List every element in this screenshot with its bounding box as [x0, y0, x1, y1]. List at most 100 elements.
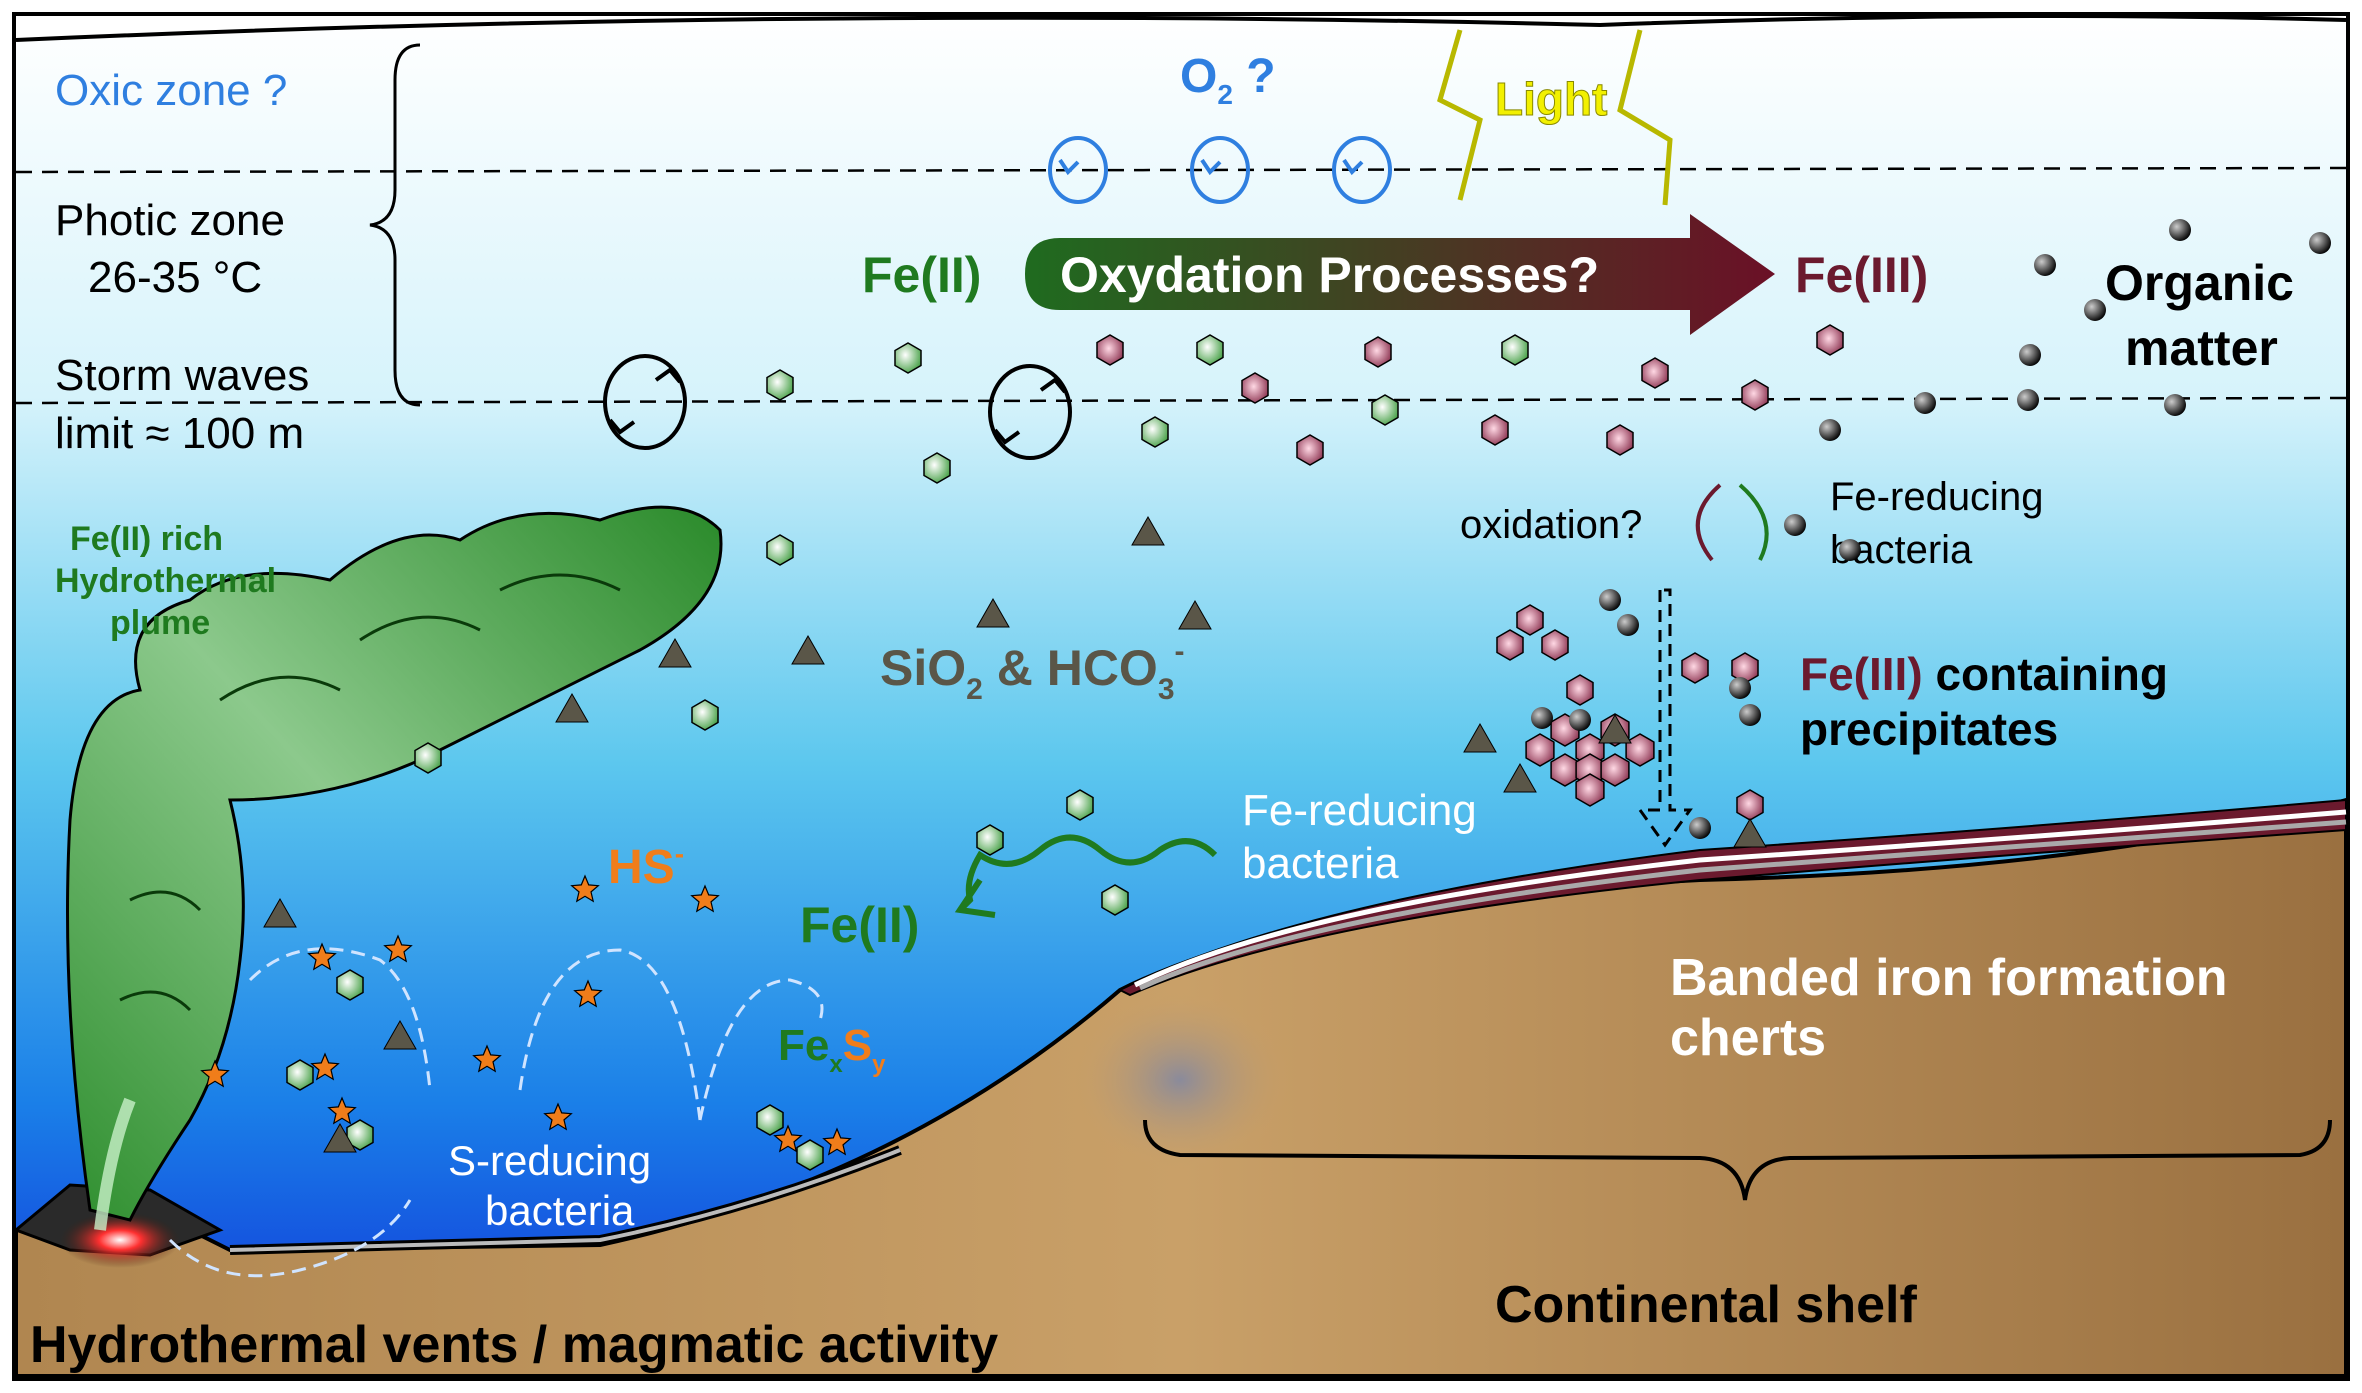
cycle-icon: [1190, 136, 1250, 204]
ferrous-iron-particle: [766, 534, 794, 566]
storm-limit-label: limit ≈ 100 m: [55, 409, 304, 458]
silica-particle: [1463, 722, 1497, 753]
plume-label-3: plume: [110, 604, 210, 642]
s-reducing-label-2: bacteria: [485, 1187, 635, 1234]
sulfide-particle: [570, 874, 600, 903]
oxygen-cycles: [1048, 136, 1392, 204]
silica-particle: [323, 1122, 357, 1153]
organic-particle: [1599, 589, 1621, 611]
silica-particle: [1131, 515, 1165, 546]
ferric-iron-particle: [1241, 372, 1269, 404]
ferric-iron-particle: [1575, 773, 1605, 807]
ferric-iron-particle: [1541, 629, 1569, 661]
organic-particle: [2034, 254, 2056, 276]
storm-cycles: [603, 354, 1072, 460]
silica-particle: [791, 634, 825, 665]
sulfide-particle: [310, 1052, 340, 1081]
organic-particle: [2084, 299, 2106, 321]
ferrous-iron-particle: [976, 824, 1004, 856]
ferrous-iron-particle: [766, 369, 794, 401]
fe3-top-label: Fe(III): [1795, 247, 1928, 303]
ferric-iron-particle: [1550, 753, 1580, 787]
ferric-iron-particle: [1741, 379, 1769, 411]
organic-label-2: matter: [2125, 320, 2278, 376]
photic-zone-label: Photic zone: [55, 196, 285, 245]
ferric-iron-particle: [1641, 357, 1669, 389]
sulfide-particle: [822, 1127, 852, 1156]
organic-particle: [1839, 539, 1861, 561]
organic-particle: [1739, 704, 1761, 726]
plume-label-2: Hydrothermal: [55, 562, 276, 600]
ferric-iron-particle: [1525, 733, 1555, 767]
silica-particle: [1178, 599, 1212, 630]
ferric-iron-particle: [1566, 674, 1594, 706]
bacteria-wave: [957, 834, 1218, 913]
bif-label-1: Banded iron formation: [1670, 949, 2228, 1007]
organic-particle: [1531, 707, 1553, 729]
ferrous-iron-particle: [286, 1059, 314, 1091]
oxydation-label: Oxydation Processes?: [1060, 247, 1599, 303]
ferrous-iron-particle: [1371, 394, 1399, 426]
sio2-hco3-label: SiO2 & HCO3-: [880, 635, 1185, 706]
ferrous-iron-particle: [756, 1104, 784, 1136]
ferric-iron-particle: [1481, 414, 1509, 446]
organic-particle: [1689, 817, 1711, 839]
sulfur-cycle-arcs: [168, 947, 824, 1278]
light-label: Light: [1495, 73, 1607, 125]
ferrous-iron-particle: [923, 452, 951, 484]
ferric-iron-particle: [1816, 324, 1844, 356]
ferrous-iron-particle: [691, 699, 719, 731]
cycle-icon: [988, 364, 1072, 460]
sulfide-particle: [543, 1102, 573, 1131]
organic-particle: [1729, 677, 1751, 699]
silica-particle: [658, 637, 692, 668]
ferric-iron-particle: [1606, 424, 1634, 456]
fe-reducing-top-label-1: Fe-reducing: [1830, 475, 2043, 519]
silica-particle: [383, 1019, 417, 1050]
land-shadow: [1070, 990, 1290, 1170]
silica-particle: [263, 897, 297, 928]
fe3-precipitates-label-c: precipitates: [1800, 703, 2058, 755]
organic-particle: [1914, 392, 1936, 414]
ferric-iron-particle: [1296, 434, 1324, 466]
sinking-arrow: [1637, 588, 1693, 848]
storm-waves-label: Storm waves: [55, 351, 309, 400]
silica-particle: [555, 692, 589, 723]
ferric-iron-particle: [1625, 733, 1655, 767]
cycle-icon: [1048, 136, 1108, 204]
bif-label-2: cherts: [1670, 1009, 1826, 1067]
ferrous-iron-particle: [1101, 884, 1129, 916]
continental-shelf-label: Continental shelf: [1495, 1276, 1917, 1334]
ferrous-iron-particle: [1196, 334, 1224, 366]
s-reducing-label-1: S-reducing: [448, 1137, 651, 1184]
organic-particle: [1617, 614, 1639, 636]
photic-temp-label: 26-35 °C: [88, 253, 262, 302]
sulfide-particle: [383, 934, 413, 963]
silica-particle: [976, 597, 1010, 628]
organic-particle: [1569, 709, 1591, 731]
o2-label: O2 ?: [1180, 50, 1276, 110]
ferrous-iron-particle: [1141, 416, 1169, 448]
oxidation-question-label: oxidation?: [1460, 503, 1642, 547]
sulfide-particle: [327, 1096, 357, 1125]
ferric-iron-particle: [1516, 604, 1544, 636]
sulfide-particle: [690, 884, 720, 913]
vent-glow: [60, 1212, 180, 1268]
ferrous-iron-particle: [1501, 334, 1529, 366]
organic-particle: [2169, 219, 2191, 241]
hydrothermal-plume: [66, 505, 723, 1231]
oxidation-arrow: [1025, 214, 1775, 335]
ferric-iron-particle: [1496, 629, 1524, 661]
silica-particle: [1598, 713, 1632, 744]
light-bolts: [1437, 29, 1673, 206]
organic-particle: [2309, 232, 2331, 254]
fexsy-label: FexSy: [778, 1021, 886, 1078]
fe-reducing-mid-label-2: bacteria: [1242, 839, 1399, 888]
ferrous-iron-particle: [336, 969, 364, 1001]
particles-layer: [200, 219, 2331, 1171]
ferric-iron-particle: [1736, 789, 1764, 821]
ferric-iron-particle: [1681, 652, 1709, 684]
zone-bracket: [369, 43, 421, 407]
ferrous-iron-particle: [894, 342, 922, 374]
ferric-iron-particle: [1096, 334, 1124, 366]
